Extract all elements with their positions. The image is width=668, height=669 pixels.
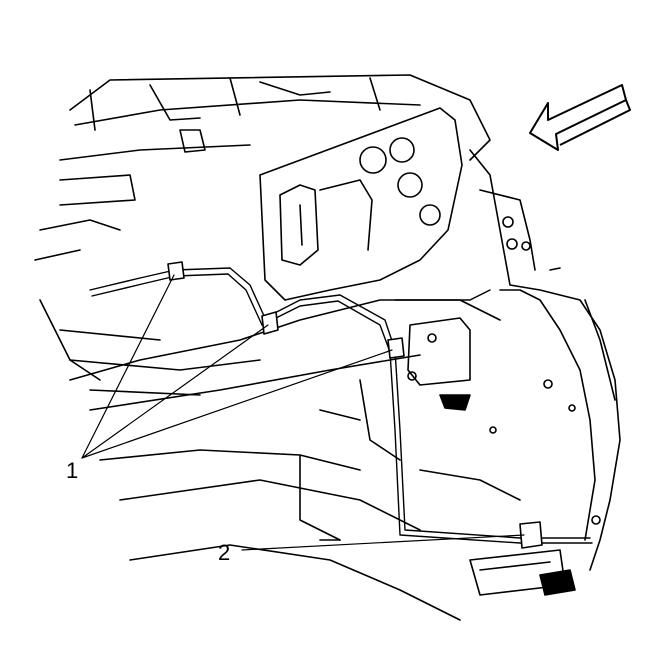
clip-rear [519, 521, 543, 549]
forward-arrow-icon [529, 84, 631, 151]
center-floor-panel [69, 299, 521, 621]
pipe-retaining-clips [167, 261, 543, 549]
rear-floor-details [319, 539, 576, 596]
frame-crossmember [259, 107, 463, 301]
clip-right [387, 337, 405, 359]
clip-center [261, 311, 279, 335]
floor-pan-structure [34, 74, 491, 396]
mounting-bracket [407, 317, 497, 434]
clip-left [167, 261, 185, 281]
brake-pipe [89, 267, 593, 544]
rear-quarter-panel [469, 149, 621, 571]
callout-2-label: 2 [218, 540, 230, 565]
callout-1-label: 1 [66, 458, 78, 483]
callout-leaders [81, 274, 525, 551]
